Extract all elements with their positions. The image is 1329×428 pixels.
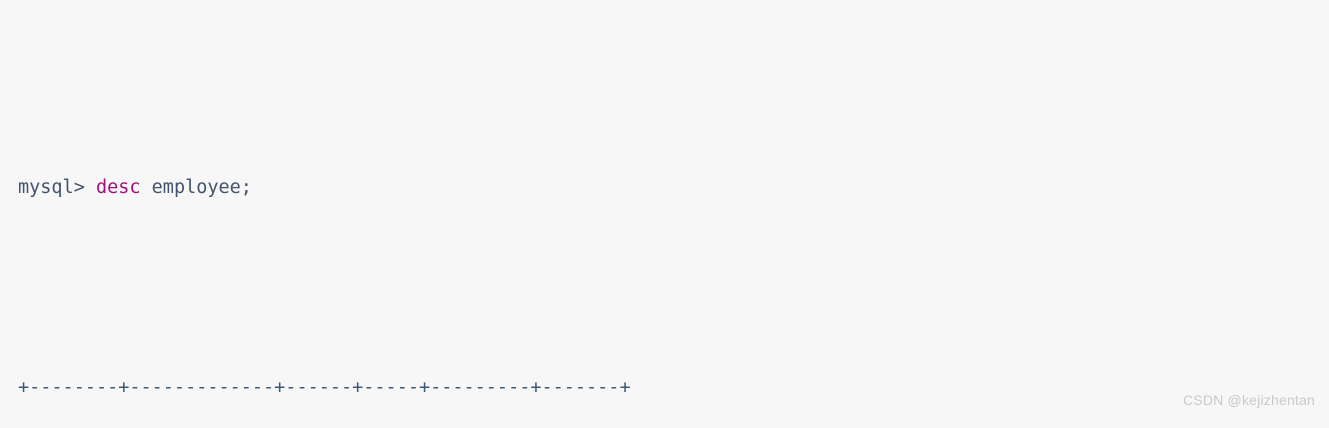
terminal-line-command: mysql> desc employee; (18, 168, 631, 208)
sql-table-name: employee; (151, 177, 252, 198)
csdn-watermark: CSDN @kejizhentan (1183, 392, 1315, 408)
sql-keyword-desc: desc (95, 177, 141, 198)
mysql-prompt: mysql> (18, 177, 85, 198)
table-rule-top: +--------+-------------+------+-----+---… (18, 368, 631, 408)
terminal-output: mysql> desc employee; +--------+--------… (18, 8, 631, 428)
space (85, 177, 96, 198)
space (141, 177, 152, 198)
table-separator: +--------+-------------+------+-----+---… (18, 377, 631, 398)
